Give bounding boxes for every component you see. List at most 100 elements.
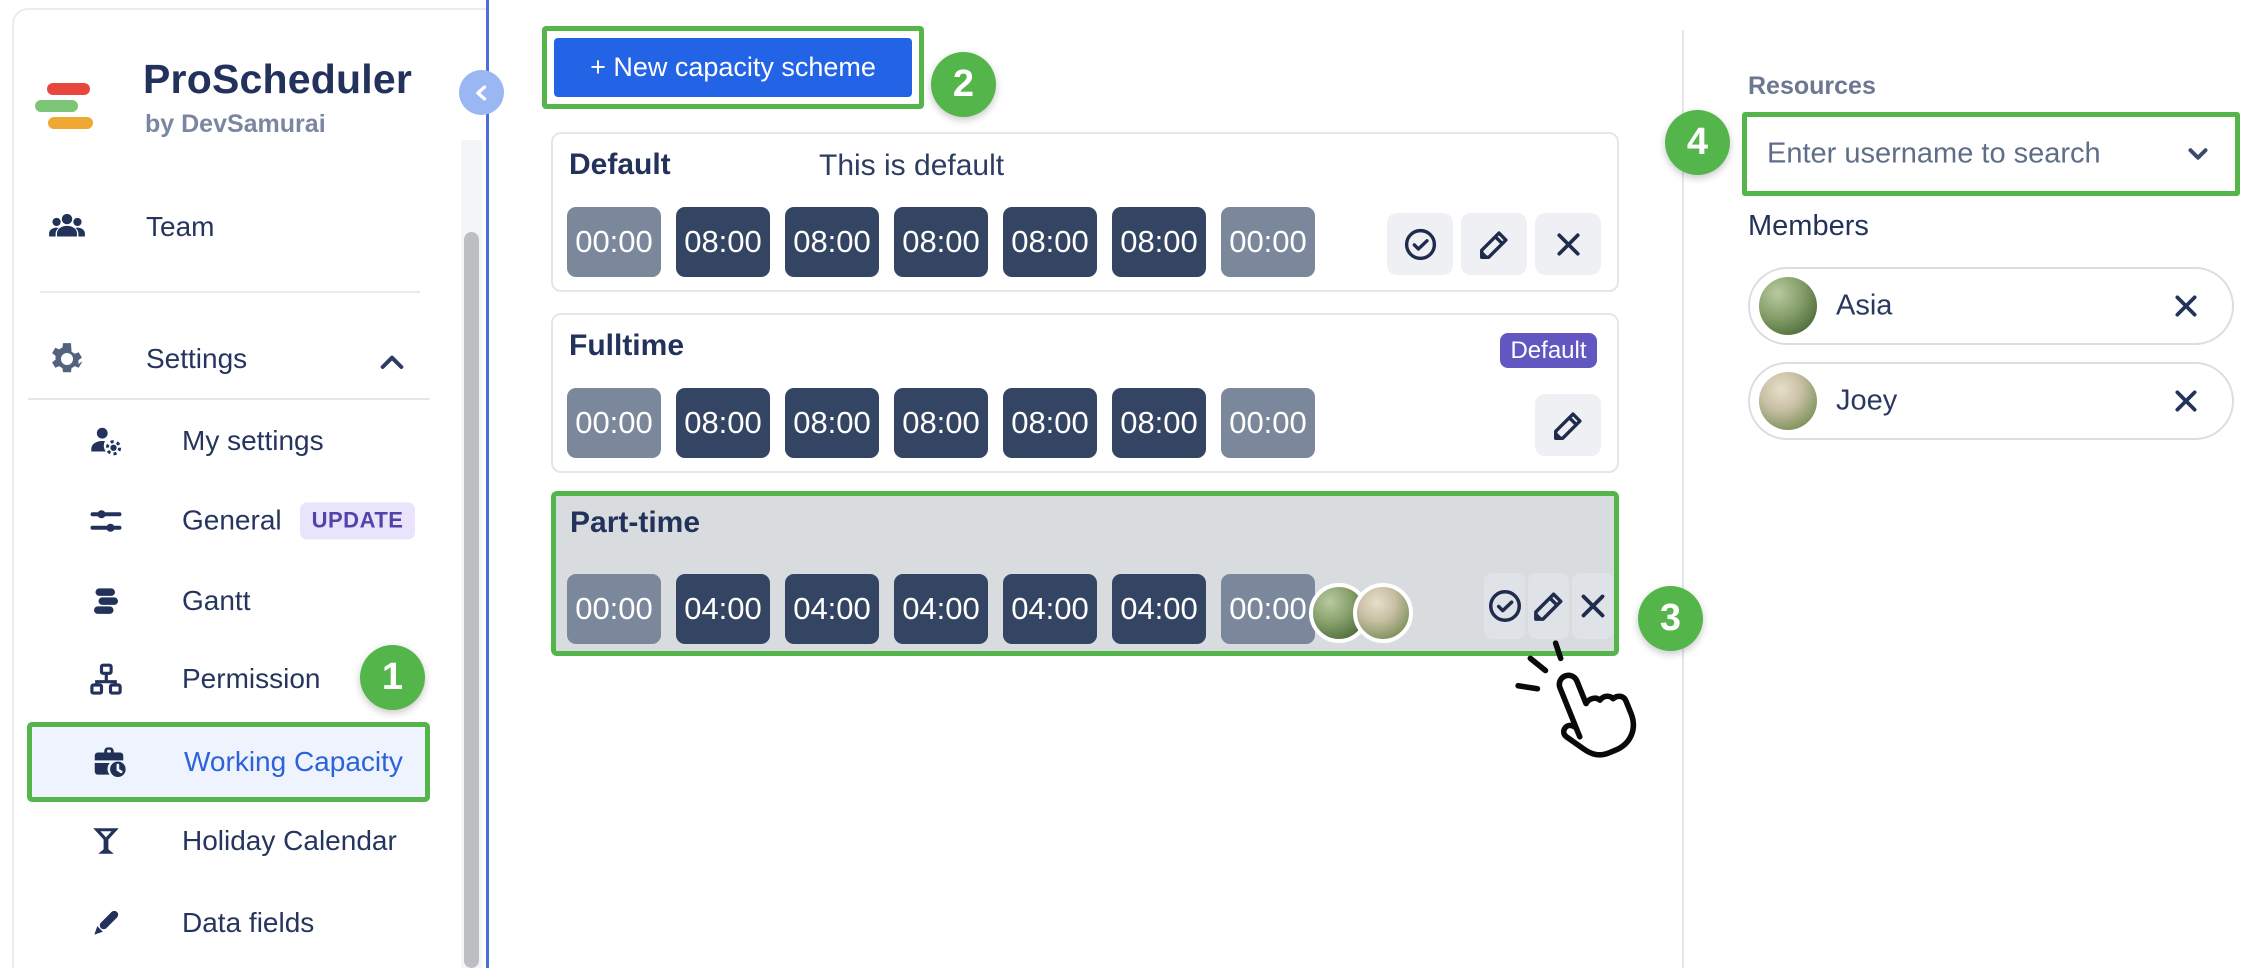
hours-chip: 08:00	[1003, 388, 1097, 458]
search-placeholder: Enter username to search	[1767, 137, 2101, 170]
edit-scheme-button[interactable]	[1528, 573, 1569, 639]
hours-chip: 00:00	[567, 388, 661, 458]
hours-chip: 08:00	[785, 207, 879, 277]
pencil-icon	[1533, 592, 1562, 621]
hours-chip: 08:00	[1003, 207, 1097, 277]
hours-chip: 00:00	[567, 574, 661, 644]
panel-divider	[1682, 30, 1684, 968]
sidebar-item-label: My settings	[182, 425, 324, 456]
proscheduler-logo-icon	[34, 78, 94, 134]
pencil-icon	[1479, 230, 1508, 259]
hours-chip: 04:00	[894, 574, 988, 644]
avatar	[1759, 277, 1817, 335]
gear-icon	[48, 340, 86, 378]
edit-scheme-button[interactable]	[1461, 213, 1527, 275]
scheme-card-default: Default This is default 00:00 08:00 08:0…	[551, 132, 1619, 292]
hours-chip: 00:00	[567, 207, 661, 277]
pencil-icon	[1553, 411, 1582, 440]
scheme-name: Fulltime	[569, 329, 685, 362]
sidebar-collapse-button[interactable]	[459, 70, 504, 115]
sitemap-icon	[88, 661, 124, 697]
hours-chip: 00:00	[1221, 574, 1315, 644]
sliders-icon	[88, 503, 124, 539]
user-gear-icon	[88, 423, 124, 459]
sidebar-item-settings[interactable]: Settings	[0, 330, 455, 388]
daily-hours-row: 00:00 04:00 04:00 04:00 04:00 04:00 00:0…	[567, 574, 1315, 644]
sidebar-item-permission[interactable]: Permission	[0, 650, 455, 708]
member-name: Joey	[1836, 384, 1898, 417]
sidebar-scrollbar-thumb[interactable]	[464, 232, 479, 968]
new-scheme-highlight-box: + New capacity scheme	[542, 26, 924, 109]
new-capacity-scheme-button[interactable]: + New capacity scheme	[554, 38, 912, 97]
assigned-members-avatars	[1309, 583, 1413, 643]
member-row-asia: Asia	[1748, 267, 2234, 345]
delete-scheme-button[interactable]	[1535, 213, 1601, 275]
members-heading: Members	[1748, 210, 1869, 242]
daily-hours-row: 00:00 08:00 08:00 08:00 08:00 08:00 00:0…	[567, 207, 1315, 277]
app-title: ProScheduler	[143, 56, 412, 102]
sidebar-item-data-fields[interactable]: Data fields	[0, 894, 455, 952]
hours-chip: 04:00	[785, 574, 879, 644]
sidebar-item-label: Settings	[146, 343, 248, 374]
sidebar-item-label: Gantt	[182, 585, 251, 616]
hours-chip: 04:00	[1003, 574, 1097, 644]
team-icon	[48, 208, 86, 246]
x-icon	[1556, 232, 1580, 256]
sidebar-item-label: Data fields	[182, 907, 315, 938]
set-default-button[interactable]	[1387, 213, 1453, 275]
hours-chip: 08:00	[676, 388, 770, 458]
martini-glass-icon	[88, 823, 124, 859]
check-circle-icon	[1488, 590, 1521, 622]
member-avatar	[1353, 583, 1413, 643]
sidebar-item-label: Team	[146, 211, 215, 242]
sidebar-item-label: Working Capacity	[184, 746, 403, 777]
default-badge: Default	[1500, 333, 1597, 368]
set-default-button[interactable]	[1484, 573, 1525, 639]
scheme-note: This is default	[819, 149, 1005, 182]
member-row-joey: Joey	[1748, 362, 2234, 440]
delete-scheme-button[interactable]	[1572, 573, 1613, 639]
hours-chip: 08:00	[676, 207, 770, 277]
hours-chip: 08:00	[1112, 207, 1206, 277]
scheme-name: Part-time	[570, 506, 701, 539]
x-icon	[2175, 390, 2197, 412]
app-byline: by DevSamurai	[145, 110, 326, 138]
annotation-step-2: 2	[931, 52, 996, 117]
hours-chip: 08:00	[894, 207, 988, 277]
remove-member-button[interactable]	[2164, 284, 2208, 328]
settings-divider	[28, 398, 430, 400]
hours-chip: 00:00	[1221, 388, 1315, 458]
annotation-step-3: 3	[1638, 586, 1703, 651]
chevron-down-icon	[2183, 139, 2213, 169]
remove-member-button[interactable]	[2164, 379, 2208, 423]
daily-hours-row: 00:00 08:00 08:00 08:00 08:00 08:00 00:0…	[567, 388, 1315, 458]
annotation-step-4: 4	[1665, 110, 1730, 175]
x-icon	[2175, 295, 2197, 317]
sidebar-item-my-settings[interactable]: My settings	[0, 412, 455, 470]
check-circle-icon	[1404, 228, 1436, 260]
sidebar-divider	[40, 291, 420, 293]
resources-label: Resources	[1748, 72, 1876, 100]
x-icon	[1581, 594, 1604, 618]
click-hand-cursor-icon	[1515, 640, 1637, 758]
hours-chip: 04:00	[676, 574, 770, 644]
sidebar-item-holiday-calendar[interactable]: Holiday Calendar	[0, 812, 455, 870]
resource-search-select[interactable]: Enter username to search	[1742, 112, 2240, 196]
chevron-left-icon	[475, 85, 486, 100]
edit-scheme-button[interactable]	[1535, 394, 1601, 456]
annotation-step-1: 1	[360, 645, 425, 710]
sidebar-item-working-capacity[interactable]: Working Capacity	[27, 722, 430, 802]
scheme-name: Default	[569, 148, 671, 181]
sidebar-divider-line	[486, 0, 489, 968]
sidebar-item-team[interactable]: Team	[0, 198, 455, 256]
chevron-up-icon[interactable]	[376, 347, 408, 379]
sidebar	[12, 8, 488, 968]
hours-chip: 08:00	[894, 388, 988, 458]
scheme-card-part-time[interactable]: Part-time 00:00 04:00 04:00 04:00 04:00 …	[551, 491, 1619, 656]
briefcase-clock-icon	[90, 743, 128, 781]
sidebar-item-gantt[interactable]: Gantt	[0, 572, 455, 630]
update-badge: UPDATE	[299, 502, 416, 540]
